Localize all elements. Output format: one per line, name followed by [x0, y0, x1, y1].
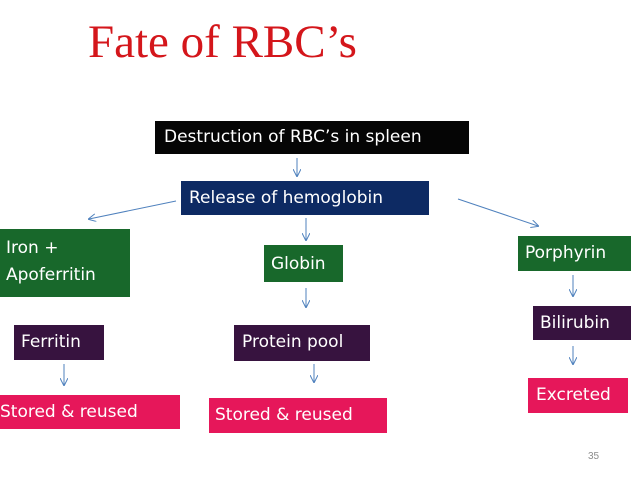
page-number: 35 — [588, 451, 600, 462]
slide-title: Fate of RBC’s — [88, 16, 357, 68]
node-porphyrin: Porphyrin — [518, 236, 631, 271]
node-stored-reused-protein: Stored & reused — [209, 398, 387, 433]
node-release-hemoglobin: Release of hemoglobin — [181, 181, 429, 215]
node-ferritin: Ferritin — [14, 325, 104, 360]
node-bilirubin: Bilirubin — [533, 306, 631, 340]
node-stored-reused-iron: Stored & reused — [0, 395, 180, 429]
arrow-release-to-iron — [89, 200, 177, 219]
node-iron-apoferritin: Iron + Apoferritin — [0, 229, 130, 297]
node-destruction: Destruction of RBC’s in spleen — [155, 121, 469, 154]
node-protein-pool: Protein pool — [234, 325, 370, 361]
node-iron-line1: Iron + — [6, 238, 59, 258]
node-excreted: Excreted — [528, 378, 628, 413]
node-iron-line2: Apoferritin — [6, 265, 96, 285]
node-globin: Globin — [264, 245, 343, 282]
arrow-release-to-porphyrin — [457, 198, 538, 226]
